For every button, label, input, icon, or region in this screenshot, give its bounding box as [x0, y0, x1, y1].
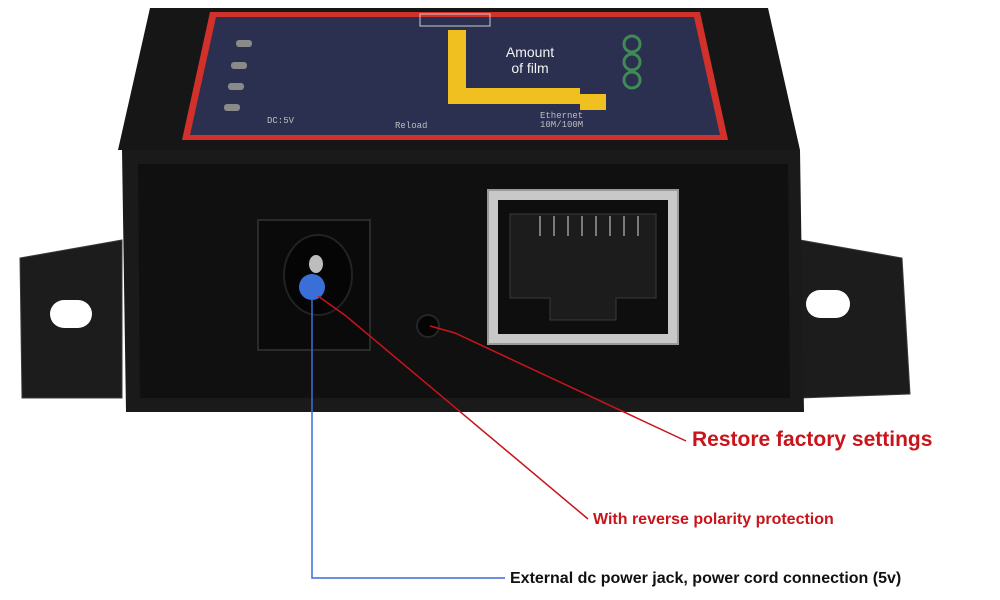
restore-factory-callout: Restore factory settings — [692, 428, 933, 451]
ethernet-contacts — [539, 216, 639, 236]
callout-lines — [311, 295, 687, 579]
reset-pinhole — [416, 314, 440, 338]
top-connector-outline — [419, 13, 491, 27]
led-indicator — [231, 62, 247, 69]
ethernet-label-line2: 10M/100M — [540, 120, 584, 130]
ethernet-label: Ethernet 10M/100M — [540, 112, 583, 130]
power-jack-callout: External dc power jack, power cord conne… — [510, 570, 902, 587]
film-amount-label: Amount of film — [490, 44, 570, 76]
left-mounting-slot — [50, 300, 92, 328]
power-callout-line — [311, 296, 505, 579]
gold-trace — [448, 30, 606, 110]
top-label-panel — [182, 12, 728, 140]
polarity-callout-line — [317, 295, 589, 520]
right-mounting-slot — [806, 290, 850, 318]
led-indicator — [236, 40, 252, 47]
dc-jack-pin — [309, 255, 323, 273]
logo-mark — [622, 34, 642, 90]
ethernet-port — [487, 189, 679, 345]
left-mounting-ear — [19, 239, 123, 399]
film-label-line1: Amount — [505, 44, 555, 60]
restore-callout-line — [429, 325, 687, 442]
ethernet-label-line1: Ethernet — [540, 111, 584, 121]
led-indicator — [228, 83, 244, 90]
film-label-line2: of film — [511, 60, 549, 76]
dc-power-jack — [257, 219, 371, 351]
dc-voltage-label: DC:5V — [267, 116, 295, 126]
reverse-polarity-callout: With reverse polarity protection — [593, 511, 834, 528]
reload-label: Reload — [395, 121, 428, 131]
right-mounting-ear — [799, 239, 911, 399]
led-indicator — [224, 104, 240, 111]
front-face-inset — [138, 164, 790, 398]
ethernet-socket — [509, 213, 657, 321]
polarity-marker-dot — [299, 274, 325, 300]
